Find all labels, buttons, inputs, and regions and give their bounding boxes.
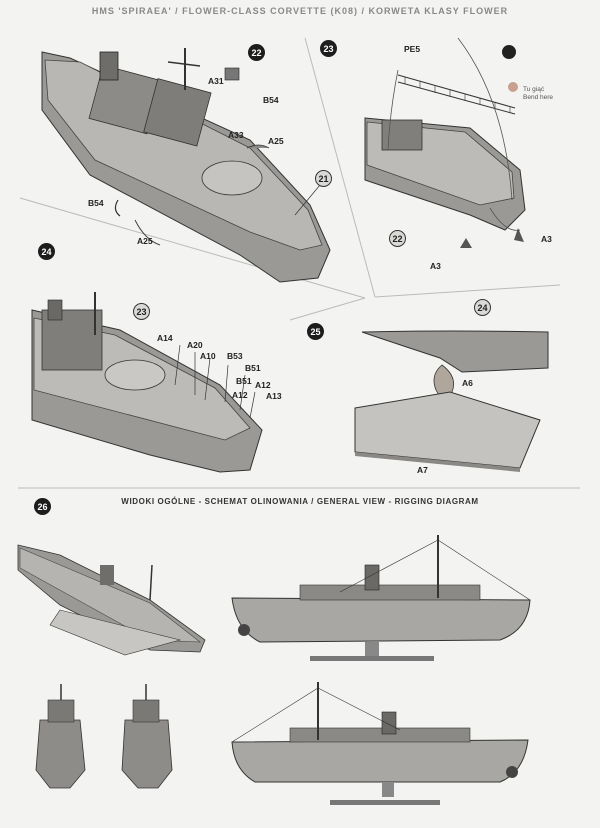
part-label: A25 xyxy=(137,236,153,246)
part-label: B54 xyxy=(263,95,279,105)
part-label: B53 xyxy=(227,351,243,361)
step-22-marker: 22 xyxy=(248,44,265,61)
part-label: B51 xyxy=(236,376,252,386)
part-label: A25 xyxy=(268,136,284,146)
ref-23-marker: 23 xyxy=(133,303,150,320)
side-view-starboard xyxy=(231,682,529,805)
bow-view xyxy=(121,684,173,789)
general-view-title: WIDOKI OGÓLNE - SCHEMAT OLINOWANIA / GEN… xyxy=(121,497,479,506)
part-label: A13 xyxy=(266,391,282,401)
bend-note-pl: Tu giąć xyxy=(523,86,545,93)
ref-24-marker: 24 xyxy=(474,299,491,316)
stern-view xyxy=(35,684,86,789)
side-view-port xyxy=(231,535,531,661)
part-label: A14 xyxy=(157,333,173,343)
part-label: A7 xyxy=(417,465,428,475)
part-label: B54 xyxy=(88,198,104,208)
part-label: A12 xyxy=(255,380,271,390)
part-label: A6 xyxy=(462,378,473,388)
ref-22-marker: 22 xyxy=(389,230,406,247)
part-label: PE5 xyxy=(404,44,421,54)
part-label: A3 xyxy=(541,234,552,244)
part-label: A10 xyxy=(200,351,216,361)
part-label: A20 xyxy=(187,340,203,350)
bend-note-en: Bend here xyxy=(523,94,553,101)
part-label: A31 xyxy=(208,76,224,86)
part-label: B51 xyxy=(245,363,261,373)
step24-ship-drawing xyxy=(31,292,263,473)
step-23-marker: 23 xyxy=(320,40,337,57)
step-25-marker: 25 xyxy=(307,323,324,340)
part-label: A12 xyxy=(232,390,248,400)
step-24-marker: 24 xyxy=(38,243,55,260)
bend-note: Tu giąć Bend here xyxy=(523,86,553,102)
panel-dividers xyxy=(18,37,580,489)
part-label: A33 xyxy=(228,130,244,140)
step-26-marker: 26 xyxy=(34,498,51,515)
page-header: HMS 'SPIRAEA' / FLOWER-CLASS CORVETTE (K… xyxy=(91,6,509,16)
part-label: A3 xyxy=(430,261,441,271)
ref-21-marker: 21 xyxy=(315,170,332,187)
step23-bow-drawing xyxy=(364,37,526,248)
step26-perspective-view xyxy=(17,544,206,656)
step25-stand-drawing xyxy=(354,330,549,472)
step22-ship-drawing xyxy=(41,48,331,283)
